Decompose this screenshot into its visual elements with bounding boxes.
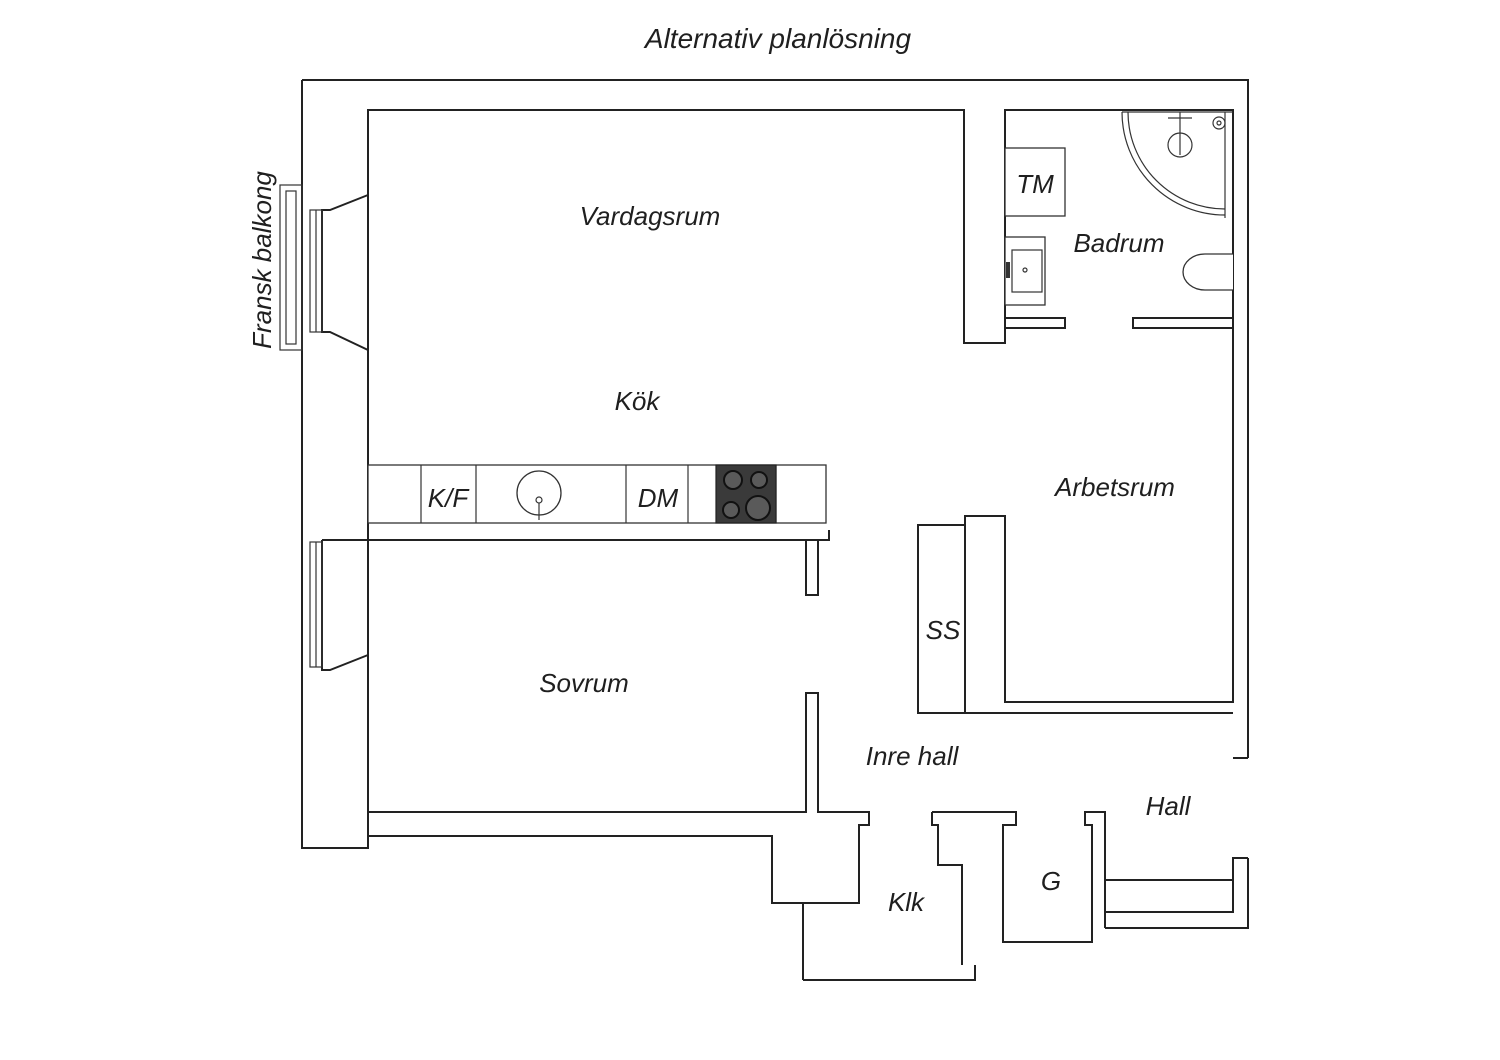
fixture-label-kf: K/F [428, 483, 471, 513]
fixture-label-tm: TM [1016, 169, 1054, 199]
room-label-hall: Hall [1146, 791, 1192, 821]
room-label-sovrum: Sovrum [539, 668, 629, 698]
washbasin-icon [1004, 236, 1046, 306]
balcony-label: Fransk balkong [247, 171, 277, 349]
outer-walls [301, 79, 1249, 981]
window [309, 541, 323, 668]
window [309, 209, 323, 333]
kitchen-bedroom-wall [322, 530, 830, 596]
hob-icon [715, 464, 777, 524]
washing-machine [1004, 147, 1066, 217]
room-label-arbetsrum: Arbetsrum [1053, 472, 1175, 502]
room-label-kok: Kök [615, 386, 662, 416]
room-label-g: G [1041, 866, 1061, 896]
window-niches [321, 194, 369, 836]
sink-icon [516, 470, 562, 520]
fixture-label-ss: SS [926, 615, 961, 645]
bedroom-walls [367, 540, 1248, 965]
shower-icon [1121, 111, 1233, 218]
french-balcony [279, 184, 303, 351]
plan-title: Alternativ planlösning [643, 23, 912, 54]
room-label-klk: Klk [888, 887, 926, 917]
toilet-icon [1182, 253, 1233, 291]
fixture-label-dm: DM [638, 483, 679, 513]
room-label-vardagsrum: Vardagsrum [580, 201, 721, 231]
room-label-badrum: Badrum [1073, 228, 1164, 258]
room-label-inre-hall: Inre hall [866, 741, 960, 771]
living-kitchen-walls [367, 109, 1234, 714]
